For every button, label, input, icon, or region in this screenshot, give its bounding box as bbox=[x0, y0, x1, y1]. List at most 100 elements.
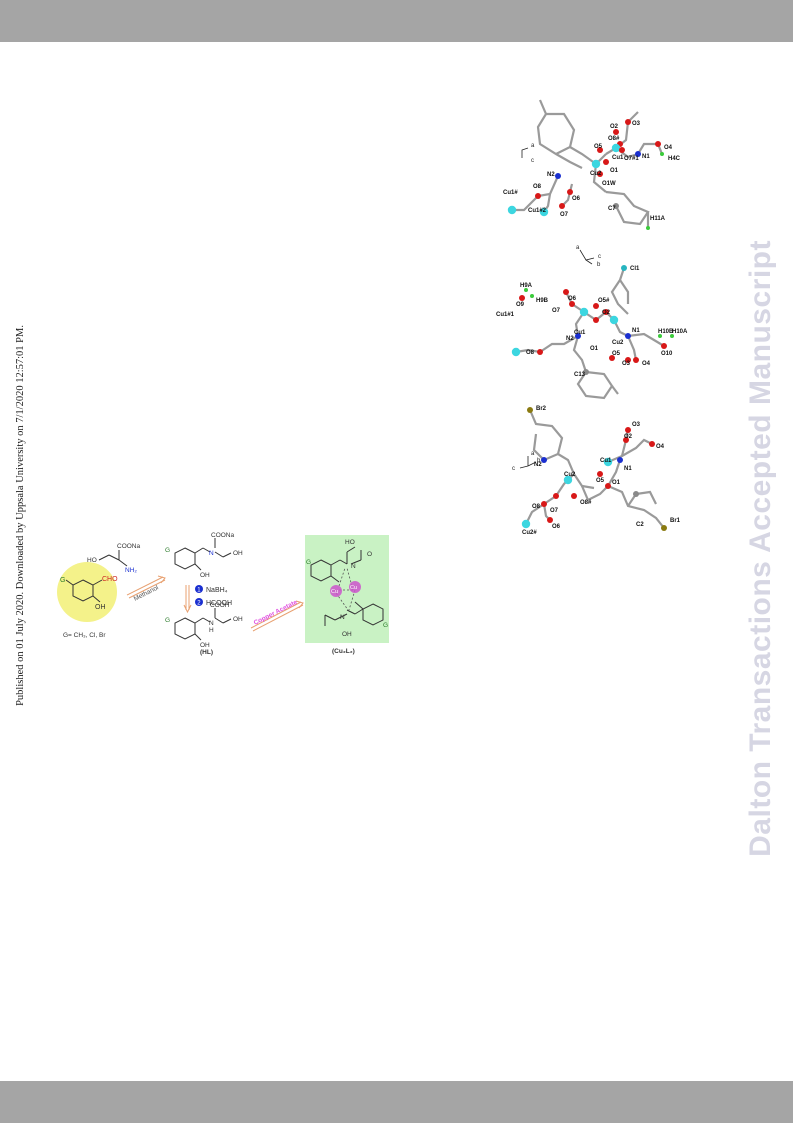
copper-ion-2 bbox=[349, 581, 361, 593]
structure2-atoms bbox=[511, 265, 674, 375]
s2-atom-10 bbox=[511, 347, 521, 357]
hl-n: N bbox=[209, 620, 214, 627]
s1-label-0: O2 bbox=[610, 124, 619, 130]
structure1-axes bbox=[521, 147, 529, 158]
s1-atom-9 bbox=[555, 173, 561, 179]
s2-label-10: Cu1#1 bbox=[496, 312, 515, 318]
s3-label-15: Cu2# bbox=[522, 530, 537, 536]
s1-atom-14 bbox=[567, 189, 573, 195]
s2-label-5: O5# bbox=[598, 298, 610, 304]
s3-atom-6 bbox=[541, 457, 547, 463]
header-bar bbox=[0, 0, 793, 42]
s1-atom-19 bbox=[646, 226, 650, 230]
reagent2-badge bbox=[195, 598, 203, 606]
s2-label-2: O9 bbox=[516, 302, 525, 308]
g-definition: G= CH₃, Cl, Br bbox=[63, 632, 106, 639]
s2-atom-3 bbox=[530, 294, 534, 298]
s3-atom-8 bbox=[597, 471, 603, 477]
s3-atom-0 bbox=[527, 407, 533, 413]
s2-atom-0 bbox=[621, 265, 627, 271]
s3-atom-11 bbox=[571, 493, 577, 499]
s3-label-8: O5 bbox=[596, 478, 605, 484]
s1-atom-12 bbox=[597, 171, 603, 177]
complex-g2: G bbox=[383, 622, 388, 629]
s2-label-21: C13 bbox=[574, 372, 586, 378]
structure1-axis-a: a bbox=[531, 143, 535, 149]
s1-atom-0 bbox=[613, 129, 619, 135]
s2-atom-9 bbox=[661, 343, 667, 349]
s1-label-12: O1W bbox=[602, 181, 616, 187]
complex-structure bbox=[310, 546, 384, 626]
serine-structure bbox=[98, 550, 128, 567]
hl-cooh: COOH bbox=[210, 602, 230, 609]
reactant-cho: CHO bbox=[102, 576, 118, 583]
s2-atom-14 bbox=[575, 333, 581, 339]
s3-atom-2 bbox=[623, 437, 629, 443]
arrow-reduction bbox=[183, 585, 192, 614]
s1-label-3: O8# bbox=[608, 136, 620, 142]
s2-atom-21 bbox=[583, 369, 589, 375]
schiff-oh1: OH bbox=[233, 550, 243, 557]
s3-label-12: O6 bbox=[552, 524, 561, 530]
complex-ho: HO bbox=[345, 539, 355, 546]
s1-label-18: C7 bbox=[608, 206, 616, 212]
s1-atom-17 bbox=[559, 203, 565, 209]
s2-atom-19 bbox=[625, 357, 631, 363]
s3-label-9: O1 bbox=[612, 480, 621, 486]
s2-label-0: Cl1 bbox=[630, 266, 640, 272]
watermark-text: Dalton Transactions Accepted Manuscript bbox=[744, 240, 777, 857]
serine-ho: HO bbox=[87, 557, 97, 564]
complex-highlight bbox=[305, 535, 389, 643]
complex-g1: G bbox=[306, 559, 311, 566]
s2-label-16: Cu2 bbox=[612, 340, 624, 346]
s2-label-4: O6 bbox=[568, 296, 577, 302]
s2-label-18: O8 bbox=[526, 350, 535, 356]
s3-label-1: O3 bbox=[632, 422, 641, 428]
reagent1-badge bbox=[195, 585, 203, 593]
step1-label: Methanol bbox=[133, 584, 160, 603]
s1-atom-8 bbox=[660, 152, 664, 156]
s2-atom-18 bbox=[537, 349, 543, 355]
complex-n2: N bbox=[340, 614, 345, 621]
structure3-axes bbox=[519, 456, 537, 469]
s1-label-9: N2 bbox=[547, 172, 555, 178]
s3-atom-3 bbox=[649, 441, 655, 447]
s2-label-14: N2 bbox=[566, 336, 574, 342]
s1-label-17: O7 bbox=[560, 212, 569, 218]
structure3-atoms bbox=[521, 407, 667, 531]
schiff-oh2: OH bbox=[200, 572, 210, 579]
s1-atom-5 bbox=[619, 147, 625, 153]
s3-atom-14 bbox=[633, 491, 639, 497]
s2-atom-5 bbox=[593, 303, 599, 309]
serine-nh2: NH₂ bbox=[125, 567, 137, 574]
complex-o: O bbox=[367, 551, 372, 558]
structure1-axis-c: c bbox=[531, 158, 534, 164]
s3-atom-1 bbox=[625, 427, 631, 433]
reagent2-number: 2 bbox=[197, 600, 201, 606]
salicylaldehyde-structure bbox=[65, 579, 103, 603]
s1-atom-15 bbox=[507, 205, 517, 215]
s3-atom-5 bbox=[617, 457, 623, 463]
s1-label-5: O7#1 bbox=[624, 156, 639, 162]
hl-g: G bbox=[165, 617, 170, 624]
s2-atom-17 bbox=[609, 355, 615, 361]
reactant-oh: OH bbox=[95, 604, 106, 611]
s2-atom-2 bbox=[519, 295, 525, 301]
complex-oh: OH bbox=[342, 631, 352, 638]
s1-label-8: H4C bbox=[668, 156, 681, 162]
s3-atom-4 bbox=[603, 457, 613, 467]
s2-label-20: O4 bbox=[642, 361, 651, 367]
s3-label-3: O4 bbox=[656, 444, 665, 450]
complex-cu2: Cu bbox=[350, 585, 357, 591]
complex-label: (Cu₂L₂) bbox=[332, 648, 355, 655]
s2-label-13: N1 bbox=[632, 328, 640, 334]
s1-label-16: Cu1#2 bbox=[528, 208, 547, 214]
s2-label-1: H9A bbox=[520, 283, 533, 289]
structure2-axis-b: b bbox=[597, 262, 601, 268]
s3-atom-13 bbox=[541, 501, 547, 507]
hl-label: (HL) bbox=[200, 649, 213, 656]
s1-label-11: O1 bbox=[610, 168, 619, 174]
